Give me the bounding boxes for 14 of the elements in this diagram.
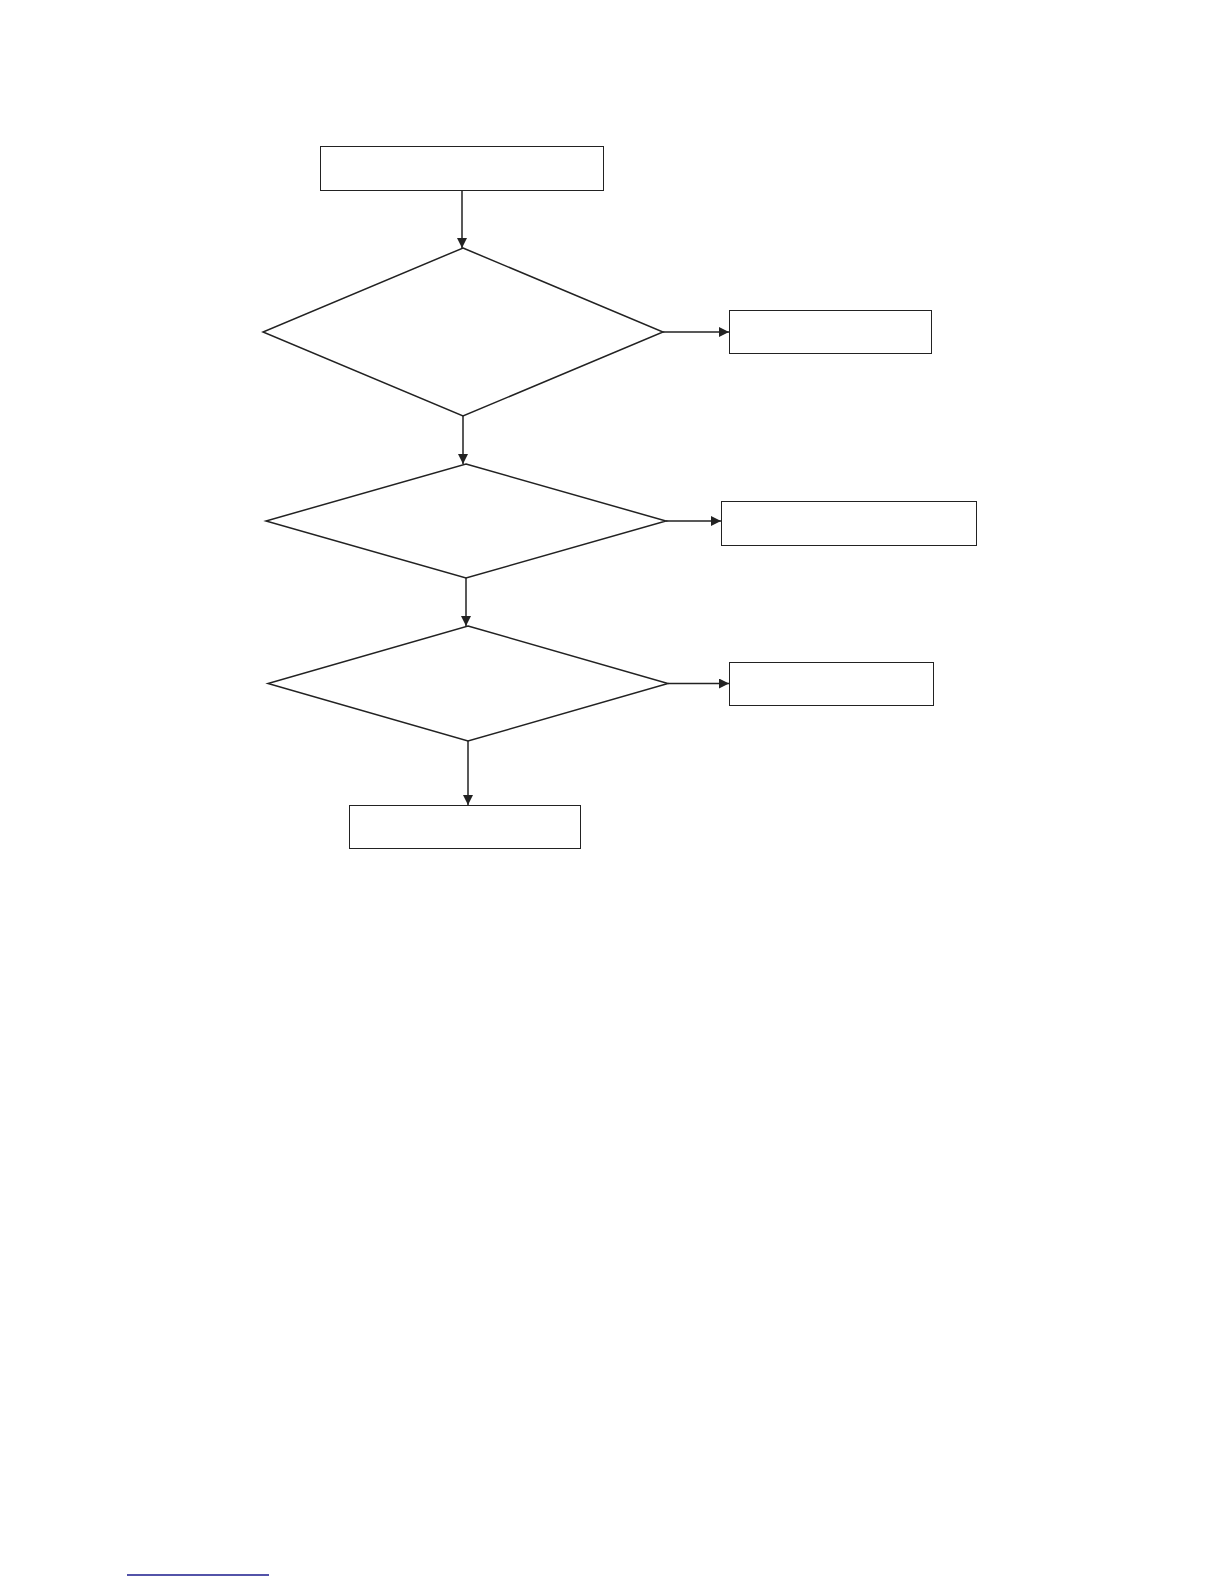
decision-diamond [263, 248, 663, 416]
process-box [320, 146, 604, 191]
arrow [458, 415, 468, 465]
decision-diamond [266, 464, 666, 578]
arrow [662, 327, 730, 337]
process-box [349, 805, 581, 849]
decision-diamond [268, 626, 668, 741]
arrow [665, 516, 722, 526]
process-box [729, 310, 932, 354]
arrow [463, 740, 473, 806]
arrow [457, 190, 467, 249]
process-box [729, 662, 934, 706]
arrow [461, 577, 471, 627]
process-box [721, 501, 977, 546]
